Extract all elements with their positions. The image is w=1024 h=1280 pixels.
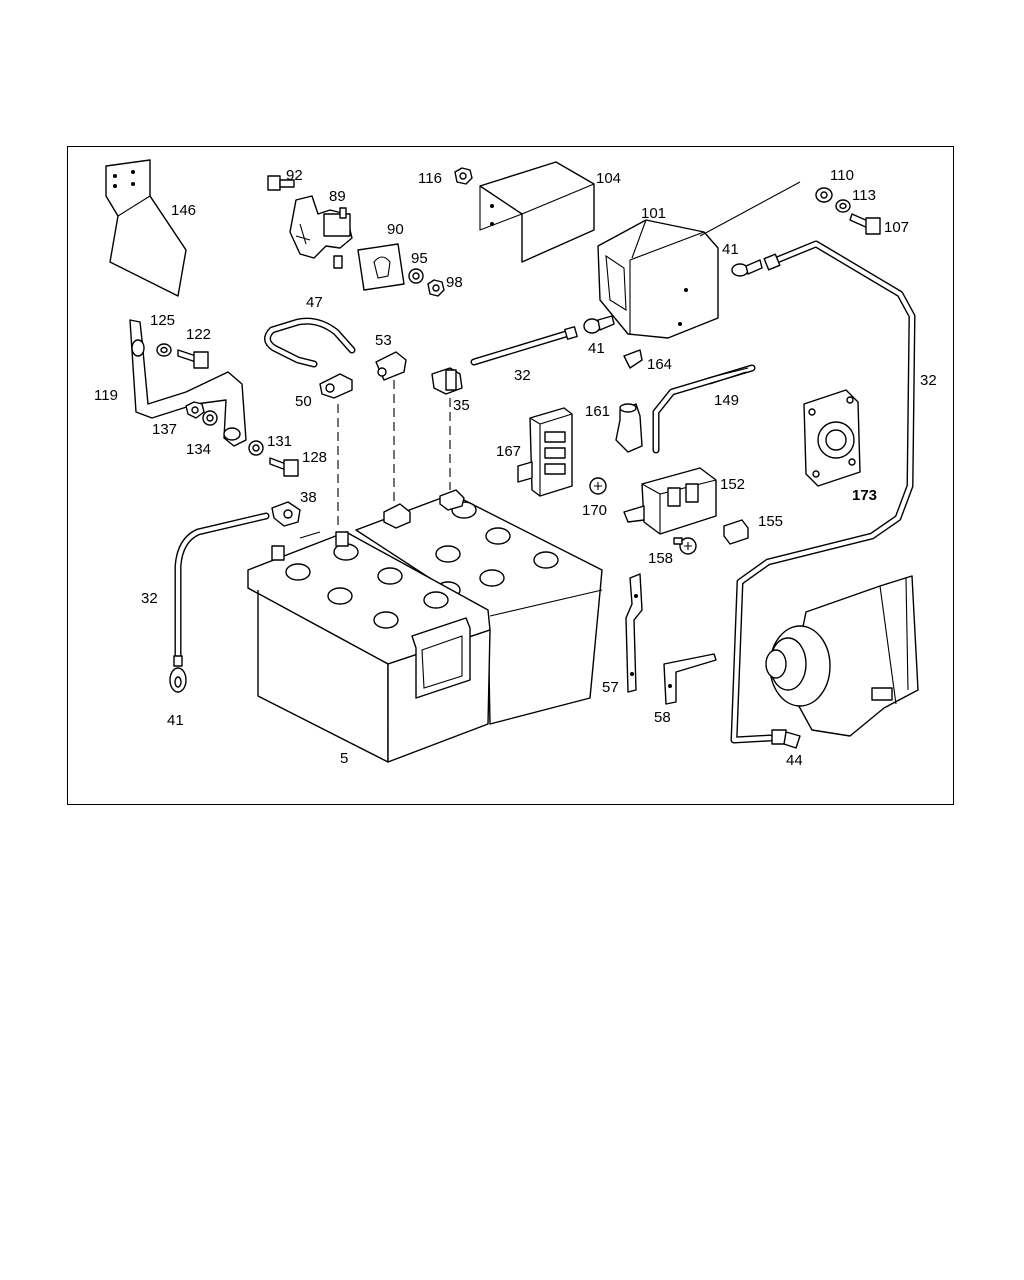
relay-box-101 bbox=[597, 181, 801, 339]
callout-53: 53 bbox=[375, 332, 392, 349]
bolt-122 bbox=[177, 349, 209, 369]
cable-lug-44 bbox=[771, 729, 801, 749]
callout-90: 90 bbox=[387, 221, 404, 238]
callout-128: 128 bbox=[302, 449, 327, 466]
callout-131: 131 bbox=[267, 433, 292, 450]
callout-95: 95 bbox=[411, 250, 428, 267]
callout-125: 125 bbox=[150, 312, 175, 329]
callout-92: 92 bbox=[286, 167, 303, 184]
battery-5 bbox=[247, 531, 491, 763]
cable-47 bbox=[264, 317, 356, 368]
callout-149: 149 bbox=[714, 392, 739, 409]
bolt-92 bbox=[267, 175, 295, 191]
battery-cable-32-right bbox=[730, 240, 916, 744]
cover-104 bbox=[479, 161, 595, 263]
battery-cable-32-left bbox=[174, 512, 270, 660]
fuse-155 bbox=[723, 519, 749, 545]
relay-152 bbox=[623, 467, 717, 535]
callout-146: 146 bbox=[171, 202, 196, 219]
callout-122: 122 bbox=[186, 326, 211, 343]
clamp-53 bbox=[375, 351, 407, 381]
cable-lug-41-bottom bbox=[169, 655, 187, 693]
battery-cable-32-mid bbox=[470, 326, 578, 366]
washer-131 bbox=[248, 440, 264, 456]
nut-137 bbox=[185, 401, 205, 419]
bracket-58 bbox=[663, 653, 717, 705]
callout-116: 116 bbox=[418, 170, 442, 187]
callout-57: 57 bbox=[602, 679, 619, 696]
callout-41-bottom: 41 bbox=[167, 712, 184, 729]
clamp-35 bbox=[431, 367, 463, 395]
callout-104: 104 bbox=[596, 170, 621, 187]
callout-134: 134 bbox=[186, 441, 211, 458]
callout-173: 173 bbox=[852, 487, 877, 504]
callout-47: 47 bbox=[306, 294, 323, 311]
callout-155: 155 bbox=[758, 513, 783, 530]
callout-110: 110 bbox=[830, 167, 854, 184]
callout-107: 107 bbox=[884, 219, 909, 236]
screw-170 bbox=[589, 477, 607, 495]
callout-38: 38 bbox=[300, 489, 317, 506]
callout-152: 152 bbox=[720, 476, 745, 493]
callout-164: 164 bbox=[647, 356, 672, 373]
callout-98: 98 bbox=[446, 274, 463, 291]
switch-89 bbox=[289, 195, 353, 269]
clamp-38 bbox=[271, 501, 301, 527]
callout-labels: 146 92 89 90 95 98 116 104 101 41 110 11… bbox=[94, 167, 937, 769]
callout-113: 113 bbox=[852, 187, 876, 204]
callout-32-right: 32 bbox=[920, 372, 937, 389]
callout-50: 50 bbox=[295, 393, 312, 410]
diagram-frame bbox=[67, 146, 954, 805]
washer-134 bbox=[202, 410, 218, 426]
nut-116 bbox=[454, 167, 473, 185]
cable-lug-41-mid bbox=[583, 315, 615, 334]
callout-41-top: 41 bbox=[722, 241, 739, 258]
callout-41-mid: 41 bbox=[588, 340, 605, 357]
callout-137: 137 bbox=[152, 421, 177, 438]
cable-lug-41-top bbox=[731, 259, 763, 277]
spring-washer-113 bbox=[835, 199, 851, 213]
callout-32-mid: 32 bbox=[514, 367, 531, 384]
washer-125 bbox=[156, 343, 172, 357]
callout-32-left: 32 bbox=[141, 590, 158, 607]
mount-173 bbox=[803, 389, 861, 487]
bolt-128 bbox=[269, 457, 299, 477]
callout-158: 158 bbox=[648, 550, 673, 567]
callout-167: 167 bbox=[496, 443, 521, 460]
callout-101: 101 bbox=[641, 205, 666, 222]
bolt-107 bbox=[849, 213, 881, 235]
nut-98 bbox=[427, 279, 445, 297]
washer-110 bbox=[815, 187, 833, 203]
control-unit-167 bbox=[517, 407, 573, 497]
callout-44: 44 bbox=[786, 752, 803, 769]
callout-119: 119 bbox=[94, 387, 118, 404]
callout-89: 89 bbox=[329, 188, 346, 205]
callout-35: 35 bbox=[453, 397, 470, 414]
callout-5: 5 bbox=[340, 750, 348, 767]
washer-95 bbox=[408, 268, 424, 284]
cap-164 bbox=[623, 349, 643, 369]
starter-motor bbox=[765, 575, 919, 737]
clamp-50 bbox=[319, 373, 353, 399]
strap-119 bbox=[129, 319, 247, 447]
cable-149 bbox=[652, 364, 756, 454]
screw-158 bbox=[673, 537, 697, 555]
bracket-57 bbox=[625, 573, 643, 693]
callout-58: 58 bbox=[654, 709, 671, 726]
plate-90 bbox=[357, 243, 405, 291]
bracket-146 bbox=[105, 159, 187, 297]
callout-170: 170 bbox=[582, 502, 607, 519]
callout-161: 161 bbox=[585, 403, 610, 420]
boot-161 bbox=[615, 403, 643, 453]
